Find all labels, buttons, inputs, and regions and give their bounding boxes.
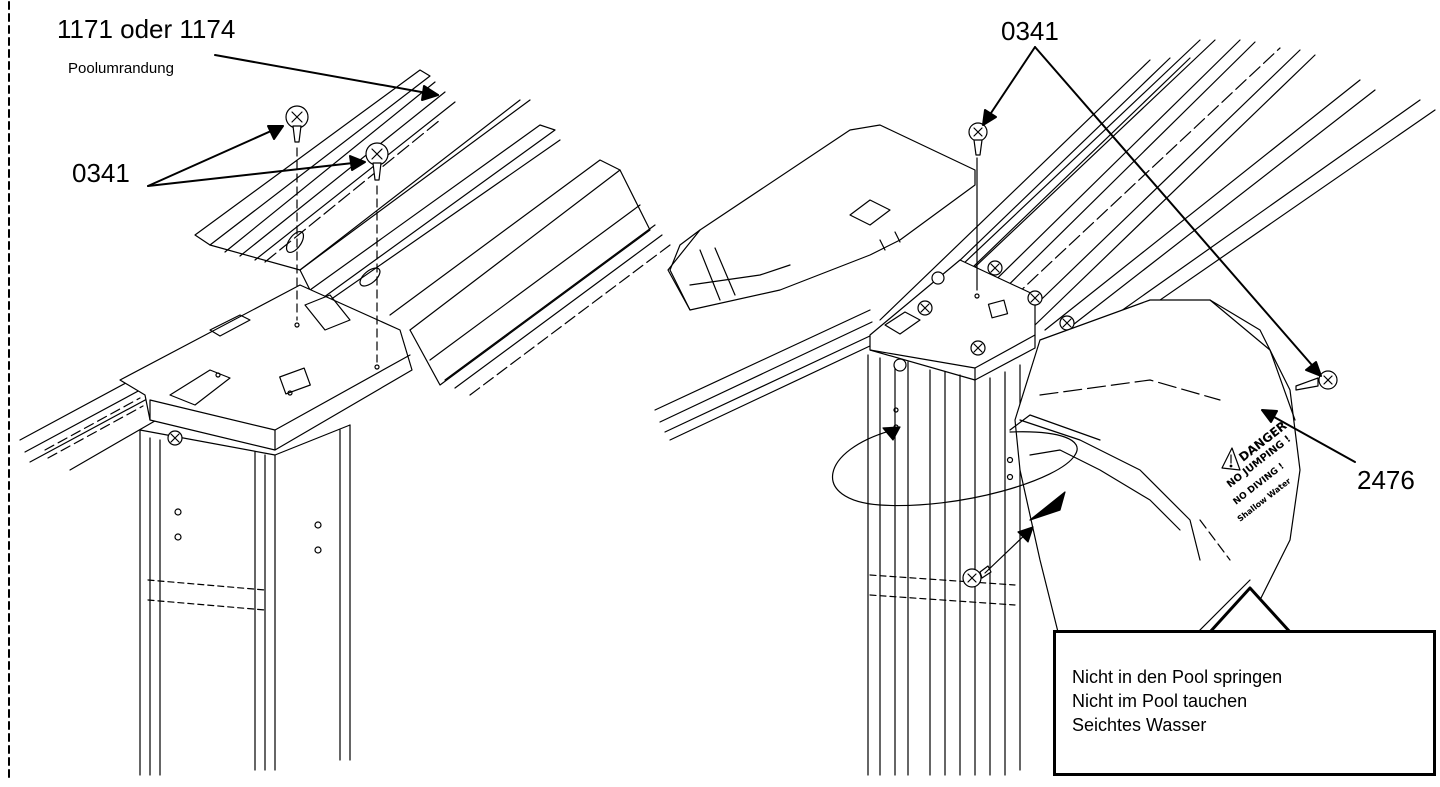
left-right-rail	[309, 124, 671, 396]
left-lower-rail	[19, 369, 161, 471]
right-cap-label: 2476	[1357, 465, 1415, 495]
left-part-caption-label: Poolumrandung	[68, 60, 174, 77]
left-screw-label: 0341	[72, 158, 130, 188]
left-assembly	[19, 69, 671, 776]
right-assembly: DANGER NO JUMPING ! NO DIVING ! Shallow …	[654, 39, 1436, 776]
right-screw-label: 0341	[1001, 16, 1059, 46]
warning-note-box: Nicht in den Pool springen Nicht im Pool…	[1053, 630, 1436, 776]
right-post	[867, 354, 1021, 776]
note-line-2: Nicht im Pool tauchen	[1072, 691, 1248, 711]
rotation-arrow	[831, 426, 1078, 574]
right-lower-rail	[654, 309, 873, 441]
right-bottom-screw	[962, 565, 992, 588]
right-top-cap	[667, 124, 976, 311]
right-leader-lines	[982, 46, 1356, 463]
left-post	[139, 424, 351, 776]
left-screw-1	[285, 105, 309, 321]
right-side-screw	[1295, 370, 1338, 391]
left-part-number-label: 1171 oder 1174	[57, 14, 236, 44]
right-top-screw	[968, 122, 988, 291]
left-connector-plate	[119, 284, 413, 451]
left-screw-2	[365, 142, 389, 363]
note-line-3: Seichtes Wasser	[1072, 715, 1207, 735]
left-top-rail	[194, 69, 531, 291]
left-leader-lines	[147, 54, 439, 187]
right-upper-rails	[879, 39, 1436, 346]
note-line-1: Nicht in den Pool springen	[1072, 667, 1283, 687]
right-warning-cap	[1009, 299, 1301, 701]
